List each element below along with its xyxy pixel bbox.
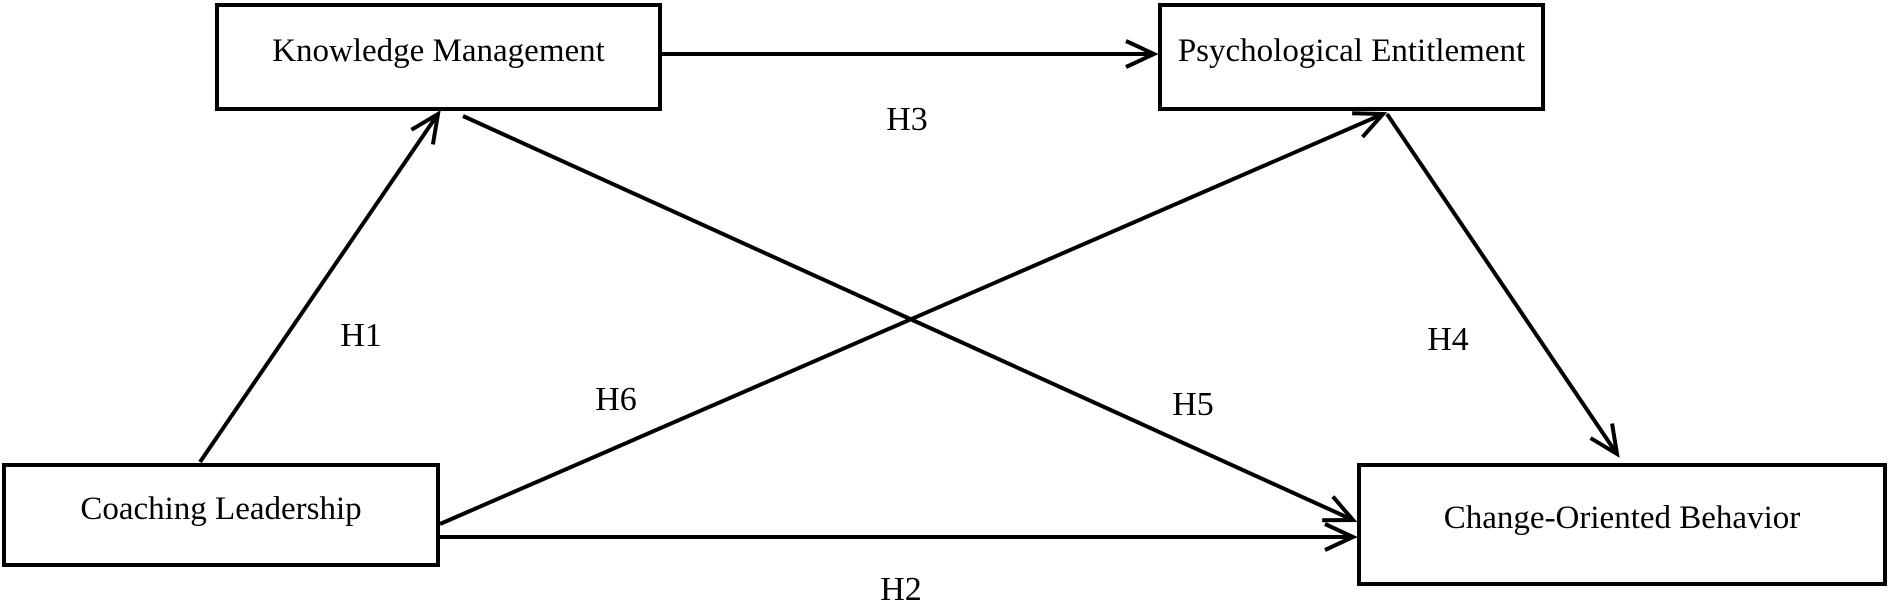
- hypothesis-label-h1: H1: [340, 317, 382, 354]
- node-psychological-entitlement: Psychological Entitlement: [1158, 3, 1545, 111]
- arrow-h1-cl-to-km: [198, 110, 441, 464]
- node-change-oriented-behavior-label: Change-Oriented Behavior: [1443, 500, 1801, 536]
- arrow-h4-pe-to-cob: [1385, 112, 1620, 458]
- hypothesis-label-h4: H4: [1427, 321, 1469, 358]
- hypothesis-label-h3: H3: [886, 101, 928, 138]
- node-coaching-leadership-label: Coaching Leadership: [80, 490, 362, 527]
- node-knowledge-management: Knowledge Management: [215, 3, 662, 111]
- hypothesis-label-h2: H2: [880, 571, 922, 604]
- hypothesis-label-h5: H5: [1172, 386, 1214, 423]
- node-knowledge-management-label: Knowledge Management: [272, 32, 605, 69]
- node-coaching-leadership: Coaching Leadership: [2, 463, 440, 567]
- node-psychological-entitlement-label: Psychological Entitlement: [1177, 32, 1526, 69]
- arrow-h6-cl-to-pe: [439, 111, 1388, 526]
- node-change-oriented-behavior: Change-Oriented Behavior: [1357, 463, 1887, 586]
- arrow-h5-km-to-cob: [462, 114, 1358, 523]
- hypothesis-label-h6: H6: [595, 381, 637, 418]
